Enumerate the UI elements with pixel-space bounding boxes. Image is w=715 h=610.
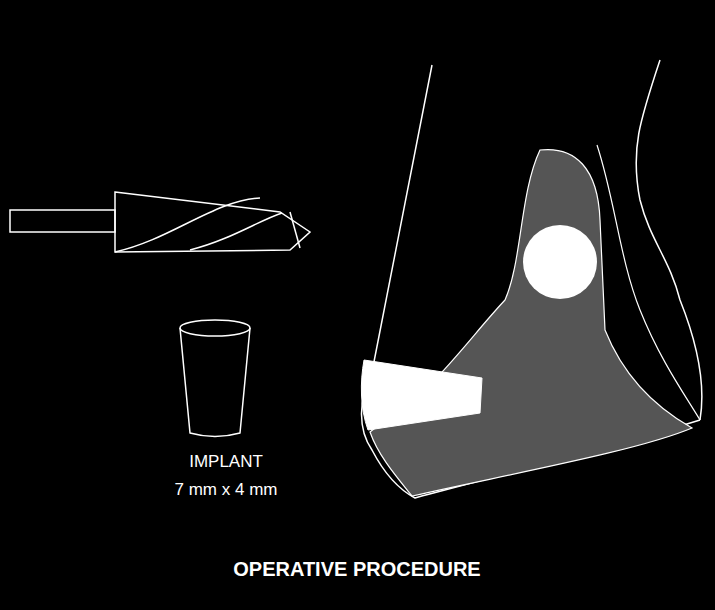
- implant-cone: [180, 320, 250, 437]
- implanted-cone: [361, 360, 482, 430]
- dimension-label: 7 mm x 4 mm: [175, 480, 278, 500]
- drill-hole: [523, 225, 597, 299]
- part-label: IMPLANT: [189, 452, 263, 472]
- caption: OPERATIVE PROCEDURE: [233, 558, 480, 581]
- drill-bit: [10, 192, 310, 252]
- foot-outline: [362, 60, 702, 498]
- bone-contour: [597, 145, 700, 420]
- calcaneus-bone: [370, 150, 692, 496]
